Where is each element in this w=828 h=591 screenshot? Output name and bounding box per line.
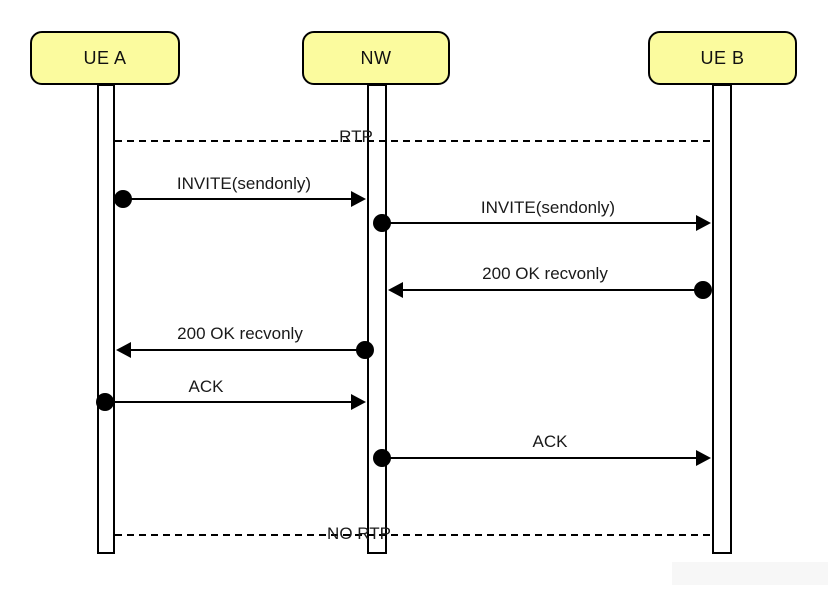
message-origin-dot-icon <box>694 281 712 299</box>
lifeline-ue-a <box>97 84 115 554</box>
actor-label-ue-b: UE B <box>700 47 745 68</box>
no-rtp-label: NO RTP <box>327 524 391 543</box>
corner-artifact <box>672 562 828 585</box>
message-label: INVITE(sendonly) <box>480 198 616 217</box>
message-line <box>382 457 696 459</box>
message-label: 200 OK recvonly <box>482 264 608 283</box>
message-label: ACK <box>532 432 568 451</box>
arrowhead-right-icon <box>351 394 366 410</box>
message-line <box>403 289 703 291</box>
rtp-label: RTP <box>339 127 373 146</box>
message-line <box>131 349 365 351</box>
actor-label-ue-a: UE A <box>83 47 127 68</box>
actor-box-ue-a: UE A <box>30 31 180 85</box>
rtp-boundary-line <box>115 140 712 142</box>
message-label: ACK <box>188 377 224 396</box>
lifeline-nw <box>367 84 387 554</box>
lifeline-ue-b <box>712 84 732 554</box>
message-label: INVITE(sendonly) <box>176 174 312 193</box>
no-rtp-boundary-line <box>115 534 712 536</box>
actor-label-nw: NW <box>360 47 392 68</box>
message-line <box>123 198 351 200</box>
arrowhead-right-icon <box>351 191 366 207</box>
arrowhead-left-icon <box>116 342 131 358</box>
message-line <box>382 222 696 224</box>
arrowhead-right-icon <box>696 215 711 231</box>
actor-box-ue-b: UE B <box>648 31 797 85</box>
message-origin-dot-icon <box>356 341 374 359</box>
message-line <box>105 401 351 403</box>
actor-box-nw: NW <box>302 31 450 85</box>
message-label: 200 OK recvonly <box>177 324 303 343</box>
arrowhead-left-icon <box>388 282 403 298</box>
arrowhead-right-icon <box>696 450 711 466</box>
